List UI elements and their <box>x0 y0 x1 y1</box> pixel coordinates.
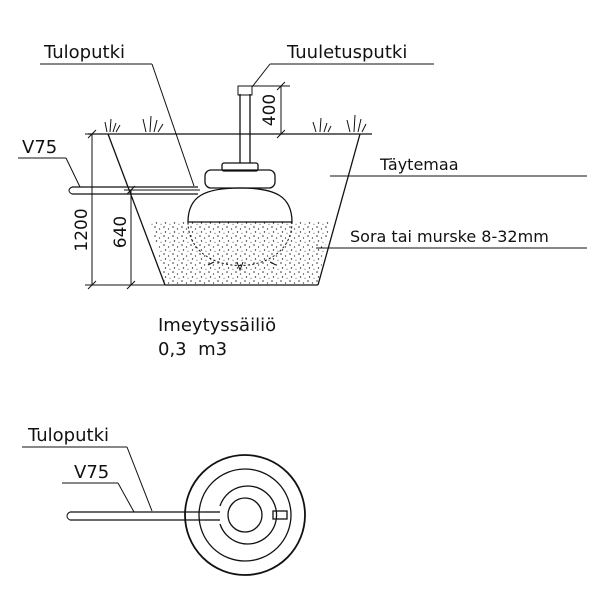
section-view: 400 1200 640 Tuloputki <box>18 42 587 360</box>
gravel-bed <box>151 222 330 285</box>
dimension-vent-height-value: 400 <box>260 94 280 126</box>
plan-view: Tuloputki V75 <box>22 425 306 576</box>
tank-neck <box>204 169 276 189</box>
tank-dome <box>187 187 293 223</box>
leader-pipe-size: V75 <box>18 137 81 188</box>
plan-tank-dome-ring <box>198 468 292 562</box>
plan-leader-inlet-pipe: Tuloputki <box>22 425 153 512</box>
leader-backfill: Täytemaa <box>330 155 587 177</box>
pit-wall-right <box>317 133 361 286</box>
dimension-total-depth: 1200 <box>72 129 165 290</box>
dimension-gravel-depth-value: 640 <box>111 216 131 248</box>
plan-tank-lid <box>227 497 263 533</box>
plan-leader-pipe-size: V75 <box>62 462 135 513</box>
plan-tank-outer-ring <box>184 454 306 576</box>
leader-inlet-pipe: Tuloputki <box>40 42 195 187</box>
dimension-total-depth-value: 1200 <box>72 208 92 251</box>
dimension-gravel-depth: 640 <box>111 185 200 290</box>
label-inlet-pipe: Tuloputki <box>43 42 125 63</box>
leader-gravel: Sora tai murske 8-32mm <box>316 227 587 249</box>
grass-tufts <box>104 114 367 133</box>
plan-tank-fitting <box>272 510 288 520</box>
caption-tank-name: Imeytyssäiliö <box>158 315 276 336</box>
label-backfill: Täytemaa <box>379 155 459 174</box>
plan-label-inlet-pipe: Tuloputki <box>27 425 109 446</box>
label-vent-pipe: Tuuletusputki <box>286 42 407 63</box>
vent-pipe <box>237 85 253 163</box>
dimension-vent-height: 400 <box>252 81 290 139</box>
pit-wall-left <box>107 133 166 286</box>
label-pipe-size: V75 <box>22 137 57 158</box>
plan-tank <box>184 454 306 576</box>
caption-tank-volume: 0,3 m3 <box>158 339 227 360</box>
plan-tank-neck-ring <box>219 485 278 545</box>
plan-label-pipe-size: V75 <box>74 462 109 483</box>
leader-vent-pipe: Tuuletusputki <box>251 42 434 88</box>
inlet-pipe <box>68 186 198 195</box>
plan-inlet-pipe <box>66 511 205 521</box>
label-gravel: Sora tai murske 8-32mm <box>350 227 549 246</box>
